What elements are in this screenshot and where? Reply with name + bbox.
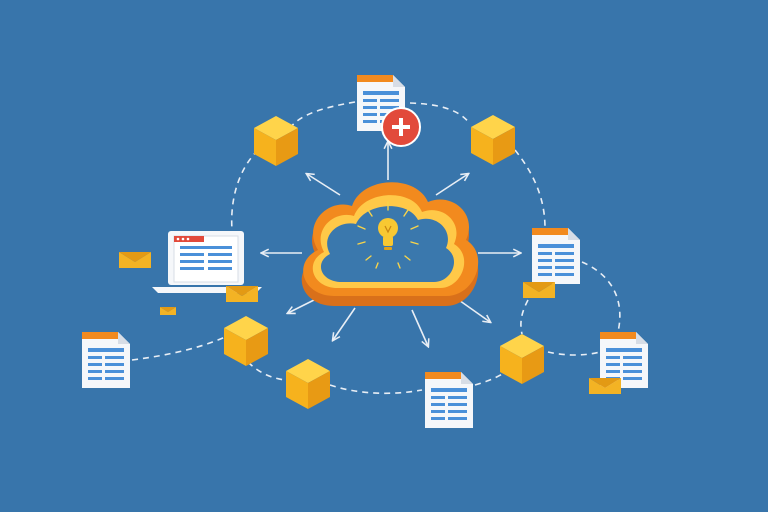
arrow-down-left-1 bbox=[288, 297, 319, 313]
cube-left bbox=[224, 316, 268, 366]
arrow-down-right-1 bbox=[411, 309, 428, 346]
cube-right bbox=[500, 334, 544, 384]
doc-left bbox=[82, 332, 130, 388]
envelope-left-small bbox=[160, 307, 176, 315]
connector-doc-top-cube-tl bbox=[289, 101, 356, 129]
radial-arrows bbox=[262, 142, 520, 346]
arrow-down-left-2 bbox=[333, 307, 356, 340]
connector-doc-right-doc-farright bbox=[581, 261, 621, 333]
connector-cube-tl-laptop bbox=[230, 149, 259, 231]
arrow-down-right-2 bbox=[455, 297, 490, 322]
doc-bottom bbox=[425, 372, 473, 428]
envelope-doc-far-right bbox=[589, 378, 621, 394]
arrow-up-right bbox=[435, 174, 468, 196]
connector-cube-right-doc-farright bbox=[547, 351, 601, 356]
connector-doc-right-cube-right bbox=[520, 299, 529, 335]
envelope-left-1 bbox=[119, 252, 151, 268]
plus-badge-icon bbox=[381, 107, 421, 147]
cube-top-right bbox=[471, 115, 515, 165]
connector-cube-tr-doc-right bbox=[514, 149, 546, 229]
cube-top-left bbox=[254, 116, 298, 166]
connector-cube-left-cube-bl bbox=[247, 361, 286, 381]
doc-right bbox=[532, 228, 580, 284]
connector-doc-left-cube-left bbox=[131, 336, 226, 361]
cube-bottom-left bbox=[286, 359, 330, 409]
connector-doc-top-cube-tr bbox=[409, 102, 471, 125]
lightbulb-icon bbox=[357, 201, 419, 269]
arrow-up-left bbox=[307, 174, 341, 196]
central-cloud bbox=[301, 182, 479, 306]
laptop-icon bbox=[152, 231, 262, 293]
envelope-laptop bbox=[226, 286, 258, 302]
connector-cube-bl-doc-bottom bbox=[329, 384, 423, 395]
envelope-doc-right bbox=[523, 282, 555, 298]
